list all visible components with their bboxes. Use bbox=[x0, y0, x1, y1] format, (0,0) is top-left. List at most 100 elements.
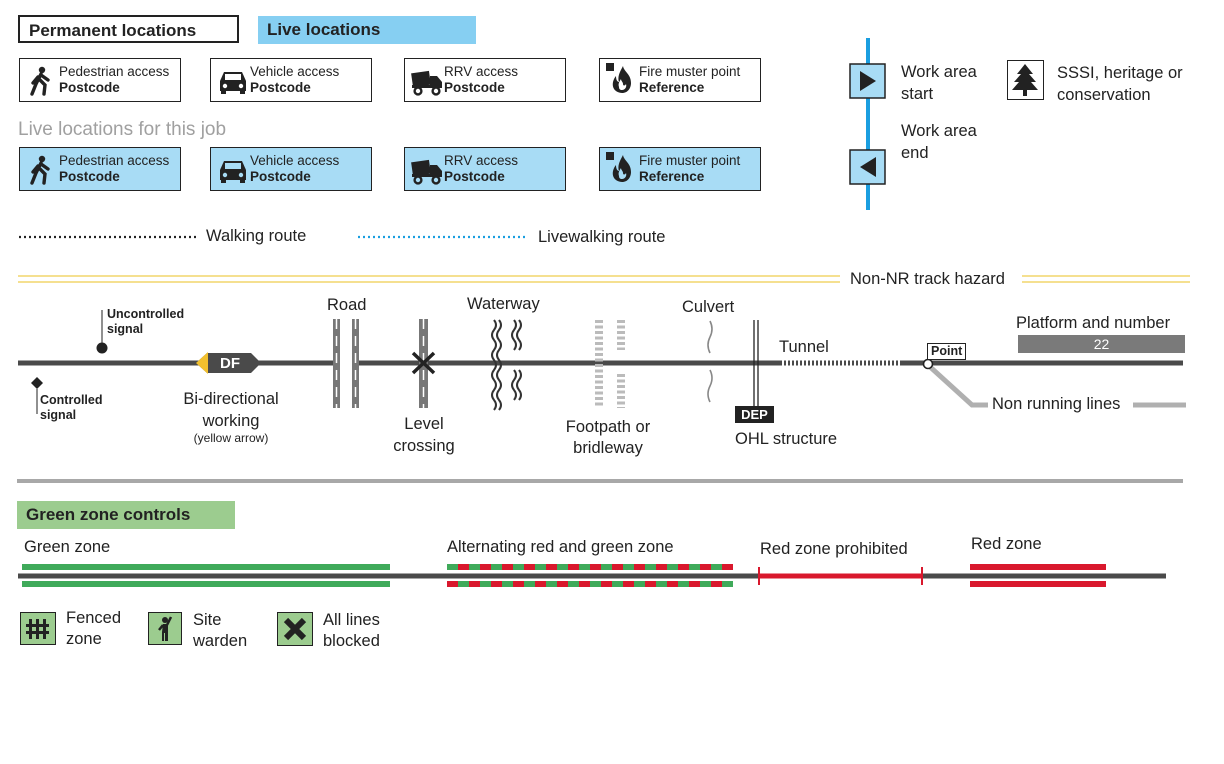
work-area-start-label: Work area start bbox=[901, 63, 977, 103]
point-tag: Point bbox=[927, 343, 967, 360]
work-area-end-label: Work area end bbox=[901, 122, 977, 162]
permanent-fire-muster: Fire muster point Reference bbox=[599, 58, 761, 102]
waterway-icon bbox=[491, 319, 522, 411]
alternating-zone-segment bbox=[491, 581, 502, 587]
alternating-zone-segment bbox=[458, 564, 469, 570]
alternating-zone-segment bbox=[623, 581, 634, 587]
pedestrian-icon bbox=[30, 66, 50, 96]
alternating-zone-segment bbox=[678, 564, 689, 570]
platform-number: 22 bbox=[1093, 336, 1110, 352]
footpath-label: Footpath or bridleway bbox=[565, 418, 651, 457]
bidirectional-label: Bi-directional working bbox=[183, 390, 279, 430]
work-area-symbols bbox=[849, 38, 886, 210]
road-icon bbox=[333, 319, 359, 408]
fire-icon bbox=[606, 63, 631, 93]
alternating-zone-segment bbox=[645, 564, 656, 570]
fenced-zone-icon bbox=[20, 612, 56, 645]
site-warden-label: Site warden bbox=[193, 611, 248, 650]
alternating-zone-segment bbox=[535, 564, 546, 570]
sssi-label: SSSI, heritage or conservation bbox=[1057, 64, 1183, 104]
rrv-truck-icon bbox=[411, 159, 442, 185]
work-area-line bbox=[866, 38, 870, 210]
culvert-label: Culvert bbox=[682, 298, 735, 316]
zone-track bbox=[18, 564, 1166, 587]
rrv-truck-icon bbox=[411, 70, 442, 96]
alternating-zone-segment bbox=[711, 581, 722, 587]
non-nr-hazard-line bbox=[18, 275, 1190, 283]
alternating-zone-segment bbox=[601, 564, 612, 570]
alternating-zone-label: Alternating red and green zone bbox=[447, 538, 674, 556]
access-label: Pedestrian access bbox=[59, 153, 170, 168]
access-sub: Reference bbox=[639, 169, 705, 184]
alternating-zone-segment bbox=[656, 564, 667, 570]
alternating-zone-segment bbox=[612, 564, 623, 570]
alternating-zone-segment bbox=[568, 581, 579, 587]
df-tag: DF bbox=[220, 355, 240, 372]
red-zone-bars bbox=[970, 564, 1106, 587]
alternating-zone-segment bbox=[557, 564, 568, 570]
green-zone-label: Green zone bbox=[24, 538, 111, 556]
alternating-zone-segment bbox=[469, 564, 480, 570]
footpath-icon bbox=[595, 320, 625, 408]
waterway-label: Waterway bbox=[467, 295, 540, 313]
live-fire-muster: Fire muster point Reference bbox=[599, 147, 761, 191]
alternating-zone-segment bbox=[579, 564, 590, 570]
red-prohibited-bar bbox=[758, 567, 923, 585]
non-running-label: Non running lines bbox=[992, 395, 1121, 413]
alternating-zone-segment bbox=[722, 581, 733, 587]
work-area-end-icon bbox=[849, 149, 886, 185]
access-sub: Postcode bbox=[59, 169, 120, 184]
alternating-zone-segment bbox=[502, 564, 513, 570]
alternating-zone-segment bbox=[524, 564, 535, 570]
live-locations-job-title: Live locations for this job bbox=[18, 119, 227, 140]
culvert-icon bbox=[707, 320, 713, 403]
ohl-structure-icon bbox=[753, 320, 759, 408]
alternating-zone-segment bbox=[502, 581, 513, 587]
access-sub: Postcode bbox=[250, 169, 311, 184]
alternating-zone-segment bbox=[557, 581, 568, 587]
alternating-zone-segment bbox=[678, 581, 689, 587]
alternating-zone-segment bbox=[722, 564, 733, 570]
alternating-zone-segment bbox=[700, 564, 711, 570]
alternating-zone-segment bbox=[612, 581, 623, 587]
alternating-zone-segment bbox=[667, 581, 678, 587]
access-label: RRV access bbox=[444, 153, 519, 168]
access-label: Fire muster point bbox=[639, 64, 741, 79]
live-walking-route-label: Livewalking route bbox=[538, 228, 666, 246]
controlled-signal-label: Controlled signal bbox=[40, 393, 103, 422]
uncontrolled-signal-label: Uncontrolled signal bbox=[107, 307, 185, 336]
access-sub: Postcode bbox=[444, 80, 505, 95]
fenced-zone-label: Fenced zone bbox=[66, 609, 122, 648]
alternating-zone-segment bbox=[645, 581, 656, 587]
dep-tag: DEP bbox=[735, 406, 774, 423]
alternating-zone-segment bbox=[524, 581, 535, 587]
alternating-zone-segment bbox=[546, 581, 557, 587]
alternating-zone-segment bbox=[469, 581, 480, 587]
alternating-zone-segment bbox=[535, 581, 546, 587]
access-label: Vehicle access bbox=[250, 153, 340, 168]
alternating-zone-segment bbox=[634, 564, 645, 570]
platform-bar bbox=[1018, 335, 1185, 353]
access-sub: Postcode bbox=[59, 80, 120, 95]
platform-label: Platform and number bbox=[1016, 314, 1171, 332]
red-prohibited-label: Red zone prohibited bbox=[760, 540, 908, 558]
alternating-zone-bars bbox=[447, 564, 733, 587]
car-icon bbox=[220, 161, 246, 183]
alternating-zone-segment bbox=[458, 581, 469, 587]
live-pedestrian-access: Pedestrian access Postcode bbox=[19, 147, 181, 191]
alternating-zone-segment bbox=[711, 564, 722, 570]
permanent-locations-title: Permanent locations bbox=[18, 15, 239, 43]
alternating-zone-segment bbox=[513, 581, 524, 587]
alternating-zone-segment bbox=[480, 564, 491, 570]
ohl-label: OHL structure bbox=[735, 430, 838, 448]
alternating-zone-segment bbox=[634, 581, 645, 587]
alternating-zone-segment bbox=[480, 581, 491, 587]
live-vehicle-access: Vehicle access Postcode bbox=[210, 147, 372, 191]
non-running-lines bbox=[922, 358, 1186, 408]
alternating-zone-segment bbox=[601, 581, 612, 587]
alternating-zone-segment bbox=[689, 564, 700, 570]
all-lines-blocked-icon bbox=[277, 612, 313, 646]
alternating-zone-segment bbox=[447, 564, 458, 570]
controlled-signal-icon bbox=[31, 377, 43, 414]
road-label: Road bbox=[327, 296, 367, 314]
